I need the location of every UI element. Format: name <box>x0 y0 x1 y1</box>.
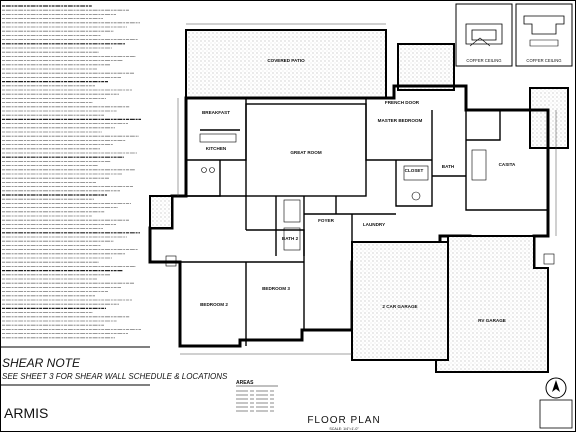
dimension-lines <box>177 23 557 355</box>
drawing-scale: SCALE: 1/4"=1'-0" <box>329 427 359 431</box>
fixtures <box>165 133 555 267</box>
areas-table: AREAS <box>236 380 278 412</box>
room-great-room: GREAT ROOM <box>290 150 321 155</box>
covered-patio-rear <box>185 29 387 99</box>
coffer-detail-right: COFFER CEILING <box>515 3 573 67</box>
room-covered-patio: COVERED PATIO <box>267 58 305 63</box>
kitchen-walls <box>185 98 247 197</box>
room-bedroom-2: BEDROOM 2 <box>200 302 228 307</box>
room-casita: CASITA <box>499 162 516 167</box>
room-kitchen: KITCHEN <box>206 146 227 151</box>
covered-patio-right <box>397 43 455 91</box>
brand-mark: ARMIS <box>4 405 48 421</box>
room-bedroom-3: BEDROOM 3 <box>262 286 290 291</box>
coffer-detail-left: COFFER CEILING <box>455 3 513 67</box>
room-garage-2: RV GARAGE <box>478 318 506 323</box>
areas-heading: AREAS <box>236 380 254 386</box>
room-laundry: LAUNDRY <box>363 222 385 227</box>
two-car-garage <box>351 241 449 361</box>
master-suite-walls <box>365 98 466 207</box>
center-walls <box>275 196 396 262</box>
front-porch <box>149 195 173 229</box>
room-master-bedroom: MASTER BEDROOM <box>378 118 423 123</box>
room-french-door: FRENCH DOOR <box>385 100 420 105</box>
bedroom-walls <box>180 195 305 346</box>
room-breakfast: BREAKFAST <box>202 110 230 115</box>
room-bath-2: BATH 2 <box>282 236 299 241</box>
room-garage-1: 2 CAR GARAGE <box>382 304 417 309</box>
general-notes-column <box>2 5 141 339</box>
coffer-label-left: COFFER CEILING <box>466 58 501 63</box>
coffer-label-right: COFFER CEILING <box>526 58 561 63</box>
shear-note-text: SEE SHEET 3 FOR SHEAR WALL SCHEDULE & LO… <box>2 372 228 381</box>
room-bath: BATH <box>442 164 455 169</box>
shear-note-heading: SHEAR NOTE <box>2 356 81 370</box>
north-arrow-icon <box>545 377 567 399</box>
room-foyer: FOYER <box>318 218 335 223</box>
title-stamp <box>539 399 573 429</box>
floor-plan: BREAKFAST KITCHEN GREAT ROOM FRENCH DOOR… <box>148 23 569 373</box>
casita-walls <box>465 110 548 211</box>
room-closet: CLOSET <box>405 168 424 173</box>
drawing-title: FLOOR PLAN <box>307 415 380 426</box>
rv-garage <box>435 235 549 373</box>
